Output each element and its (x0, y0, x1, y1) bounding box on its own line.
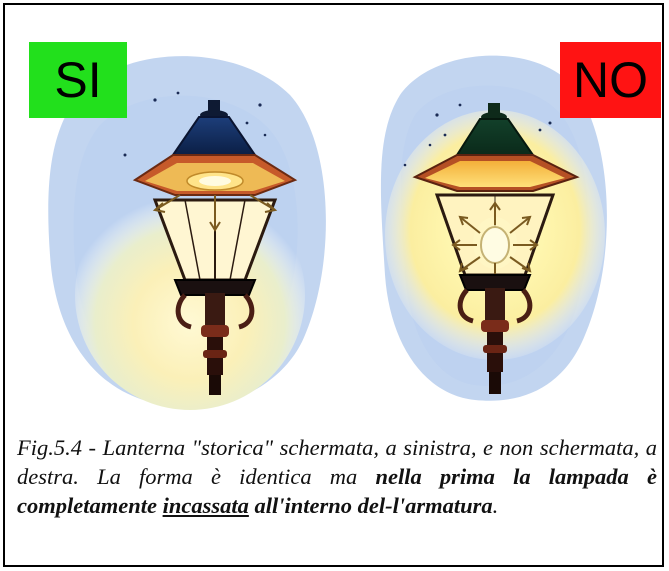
caption-bold-text: nella prima la lampada è completamente i… (17, 464, 657, 518)
left-stars (123, 91, 267, 157)
right-lantern (412, 103, 580, 394)
left-lantern (132, 100, 298, 395)
caption-text: Fig.5.4 - Lanterna "storica" schermata, … (17, 435, 657, 489)
caption-end: . (492, 493, 499, 518)
caption-underlined-word: incassata (162, 493, 249, 518)
lantern-illustration (48, 55, 607, 410)
si-label: SI (29, 42, 127, 118)
no-label: NO (560, 42, 661, 118)
figure-frame: SI NO Fig.5.4 - Lanterna "storica" scher… (3, 3, 664, 567)
figure-caption: Fig.5.4 - Lanterna "storica" schermata, … (17, 433, 657, 520)
right-stars (403, 103, 552, 167)
